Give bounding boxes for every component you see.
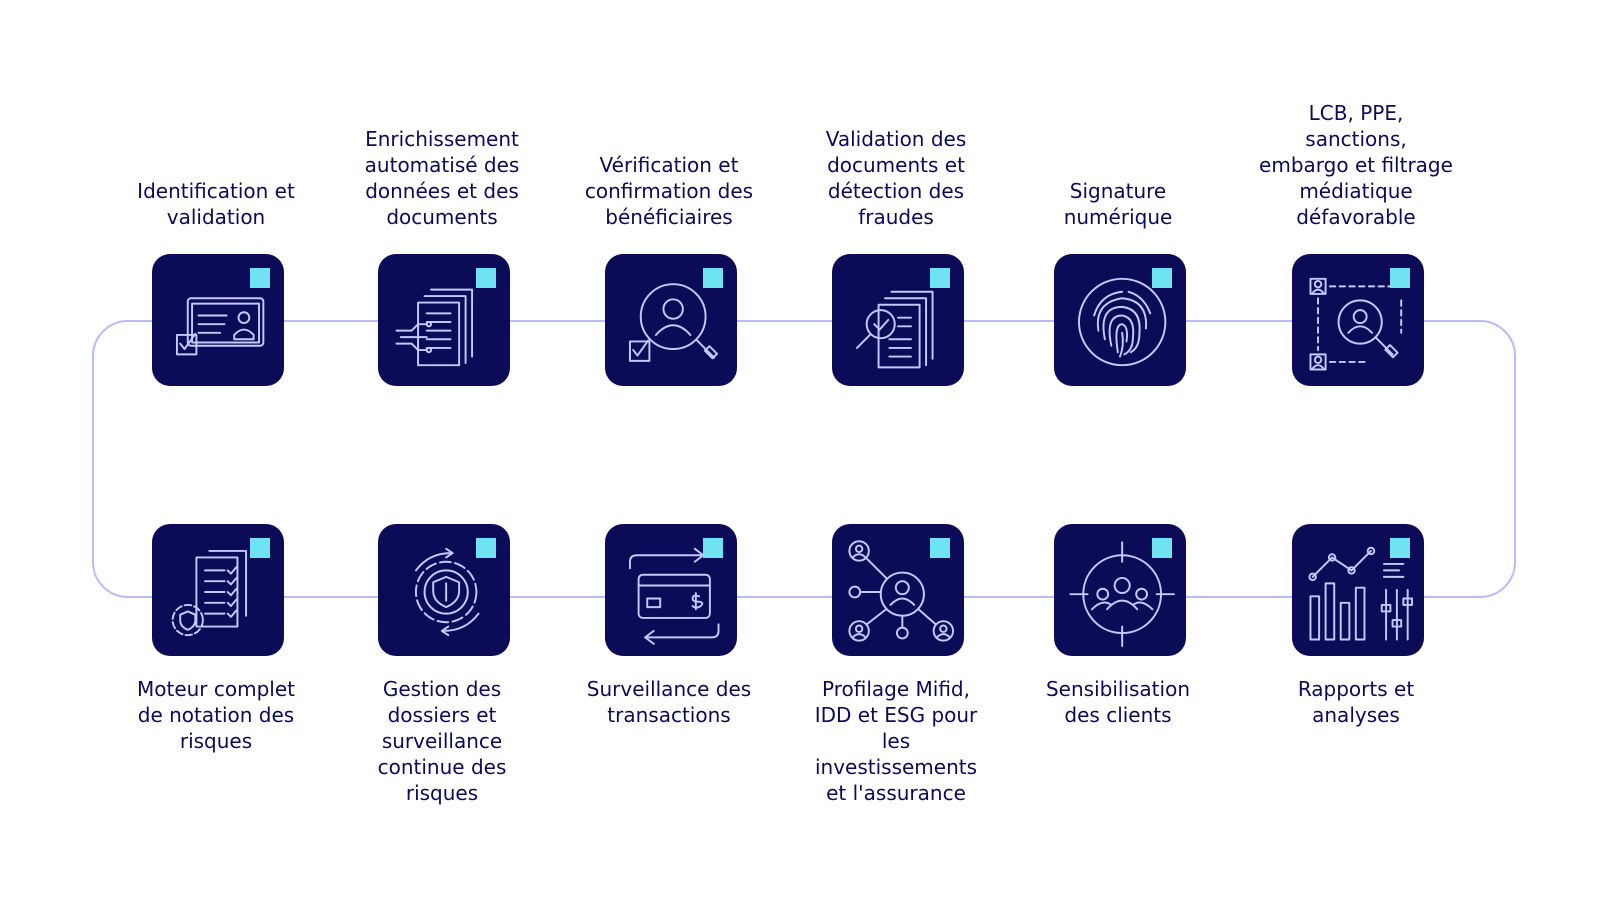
accent-square [1152, 538, 1172, 558]
label-risk-scoring: Moteur complet de notation des risques [106, 676, 326, 754]
label-enrichment: Enrichissement automatisé des données et… [332, 100, 552, 230]
tile-aml-screening [1292, 254, 1424, 386]
people-network-icon [848, 540, 955, 642]
document-magnifier-check-icon [855, 290, 934, 369]
tile-reports [1292, 524, 1424, 656]
fingerprint-icon [1077, 277, 1167, 367]
tile-identification [152, 254, 284, 386]
label-signature: Signature numérique [1008, 100, 1228, 230]
label-reports: Rapports et analyses [1246, 676, 1466, 728]
label-text: Gestion des dossiers et surveillance con… [377, 677, 507, 805]
label-aml-screening: LCB, PPE, sanctions, embargo et filtrage… [1246, 100, 1466, 230]
label-text: Profilage Mifid, IDD et ESG pour les inv… [814, 677, 978, 805]
tile-case-management [378, 524, 510, 656]
accent-square [1390, 538, 1410, 558]
tile-signature [1054, 254, 1186, 386]
label-text: Sensibilisation des clients [1045, 677, 1190, 727]
card-transfer-icon [628, 547, 720, 645]
label-identification: Identification et validation [106, 100, 326, 230]
analytics-chart-icon [1308, 546, 1413, 641]
accent-square [1152, 268, 1172, 288]
label-case-management: Gestion des dossiers et surveillance con… [332, 676, 552, 806]
label-text: Signature numérique [1063, 179, 1173, 229]
tile-risk-scoring [152, 524, 284, 656]
accent-square [703, 538, 723, 558]
label-text: Validation des documents et détection de… [825, 127, 967, 229]
accent-square [476, 268, 496, 288]
tile-enrichment [378, 254, 510, 386]
accent-square [476, 538, 496, 558]
target-group-icon [1069, 541, 1175, 647]
accent-square [930, 268, 950, 288]
label-text: Vérification et confirmation des bénéfic… [584, 153, 754, 229]
label-awareness: Sensibilisation des clients [1008, 676, 1228, 728]
documents-data-icon [395, 288, 474, 367]
tile-profiling [832, 524, 964, 656]
checklist-shield-gear-icon [171, 549, 248, 637]
tile-transactions [605, 524, 737, 656]
label-text: Rapports et analyses [1297, 677, 1415, 727]
gear-shield-cycle-icon [414, 547, 480, 637]
label-text: Enrichissement automatisé des données et… [364, 127, 520, 229]
label-text: LCB, PPE, sanctions, embargo et filtrage… [1259, 101, 1453, 229]
label-text: Surveillance des transactions [586, 677, 752, 727]
person-search-icon [628, 283, 719, 362]
tile-awareness [1054, 524, 1186, 656]
accent-square [703, 268, 723, 288]
accent-square [1390, 268, 1410, 288]
process-loop-connector [92, 320, 1516, 598]
id-card-check-icon [175, 297, 265, 356]
network-person-search-icon [1309, 277, 1403, 371]
label-beneficiaries: Vérification et confirmation des bénéfic… [559, 100, 779, 230]
label-document-validation: Validation des documents et détection de… [786, 100, 1006, 230]
label-text: Identification et validation [137, 179, 295, 229]
accent-square [250, 538, 270, 558]
accent-square [250, 268, 270, 288]
tile-beneficiaries [605, 254, 737, 386]
tile-document-validation [832, 254, 964, 386]
label-text: Moteur complet de notation des risques [136, 677, 295, 753]
label-profiling: Profilage Mifid, IDD et ESG pour les inv… [786, 676, 1006, 806]
label-transactions: Surveillance des transactions [559, 676, 779, 728]
accent-square [930, 538, 950, 558]
